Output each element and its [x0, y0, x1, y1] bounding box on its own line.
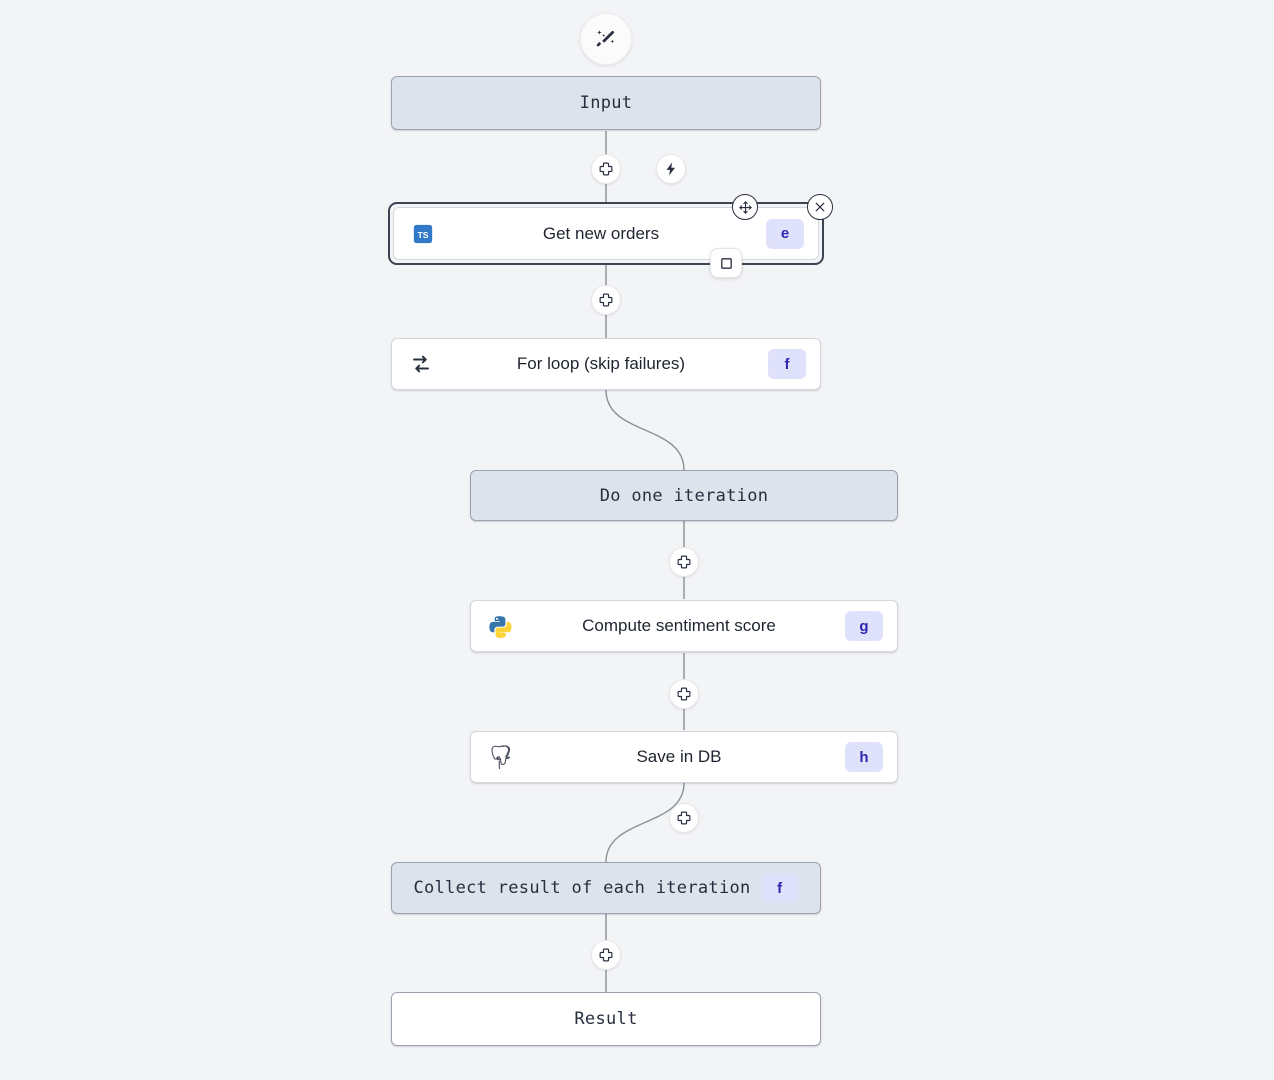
close-icon	[815, 202, 825, 212]
add-step-button-4[interactable]	[669, 679, 699, 709]
close-node-button[interactable]	[807, 194, 833, 220]
node-result-label: Result	[574, 1009, 638, 1029]
plus-icon	[677, 811, 691, 825]
node-collect[interactable]: Collect result of each iteration f	[391, 862, 821, 914]
plus-icon	[599, 948, 613, 962]
node-result[interactable]: Result	[391, 992, 821, 1046]
plus-icon	[677, 555, 691, 569]
node-collect-badge: f	[760, 873, 799, 903]
move-arrows-icon	[738, 200, 752, 214]
move-handle-button[interactable]	[732, 194, 758, 220]
node-h-badge: h	[845, 742, 883, 772]
expand-node-button[interactable]	[710, 248, 742, 278]
node-g-badge: g	[845, 611, 883, 641]
node-g-label: Compute sentiment score	[582, 616, 776, 635]
node-do-one-iteration[interactable]: Do one iteration	[470, 470, 898, 521]
python-icon	[487, 613, 513, 639]
node-forloop-badge: f	[768, 349, 806, 379]
node-a-selection[interactable]: TS Get new orders e	[388, 202, 824, 265]
node-forloop-label: For loop (skip failures)	[516, 354, 686, 373]
trigger-button[interactable]	[656, 154, 686, 184]
add-step-button-6[interactable]	[591, 940, 621, 970]
node-forloop[interactable]: For loop (skip failures) f	[391, 338, 821, 390]
node-h[interactable]: Save in DB h	[470, 731, 898, 783]
node-input-label: Input	[579, 93, 633, 113]
add-step-button-1[interactable]	[591, 154, 621, 184]
add-step-button-3[interactable]	[669, 547, 699, 577]
node-collect-label: Collect result of each iteration	[413, 878, 751, 898]
node-a-label: Get new orders	[542, 223, 660, 243]
plus-icon	[677, 687, 691, 701]
node-input[interactable]: Input	[391, 76, 821, 130]
node-a[interactable]: TS Get new orders e	[393, 207, 819, 260]
node-a-badge: e	[766, 218, 804, 249]
plus-icon	[599, 162, 613, 176]
typescript-icon: TS	[410, 221, 436, 247]
add-step-button-2[interactable]	[591, 285, 621, 315]
plus-icon	[599, 293, 613, 307]
svg-text:TS: TS	[417, 229, 428, 239]
square-icon	[720, 257, 732, 269]
node-g[interactable]: Compute sentiment score g	[470, 600, 898, 652]
node-h-label: Save in DB	[636, 747, 722, 766]
magic-wand-icon	[596, 30, 615, 47]
postgresql-icon	[487, 744, 513, 770]
node-do-one-iteration-label: Do one iteration	[599, 485, 769, 506]
loop-icon	[408, 351, 434, 377]
edge-forloop-to-iter	[605, 389, 685, 471]
add-step-button-5[interactable]	[669, 803, 699, 833]
ai-assist-button[interactable]	[580, 13, 632, 65]
lightning-bolt-icon	[666, 162, 676, 176]
